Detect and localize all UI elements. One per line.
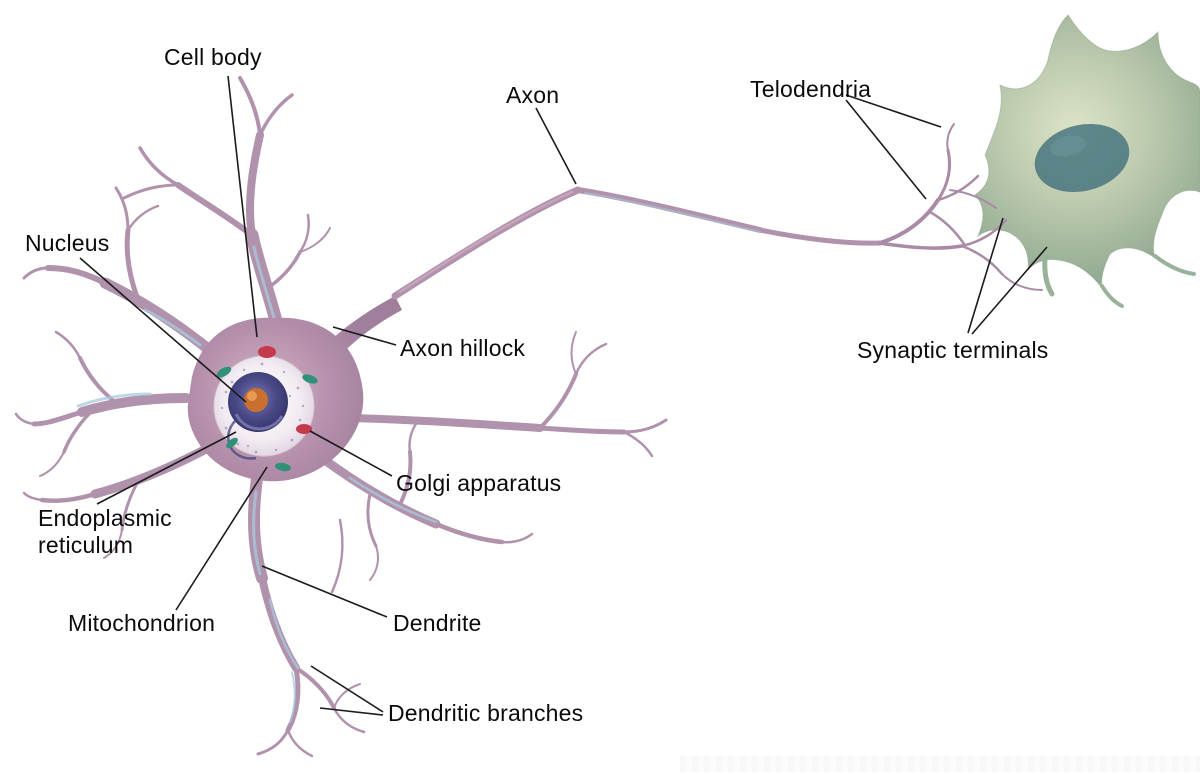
second-neuron (974, 14, 1200, 308)
golgi-apparatus-graphic (258, 346, 312, 434)
mitochondria-graphic (216, 366, 318, 472)
leader-line-synaptic-terminals-2 (971, 246, 1048, 335)
label-axon-hillock: Axon hillock (400, 335, 526, 361)
leader-line-dendritic-branches-2 (319, 707, 384, 716)
leader-line-nucleus (79, 257, 247, 403)
label-synaptic-terminals: Synaptic terminals (857, 337, 1049, 363)
endoplasmic-reticulum-graphic (227, 419, 257, 460)
label-nucleus: Nucleus (25, 230, 110, 256)
label-telodendria: Telodendria (750, 76, 872, 102)
leader-line-telodendria-1 (845, 94, 942, 128)
leader-line-telodendria-2 (845, 99, 927, 200)
leader-line-endoplasmic-reticulum (96, 431, 237, 505)
label-cell-body: Cell body (164, 44, 262, 70)
label-mitochondrion: Mitochondrion (68, 610, 216, 636)
faint-watermark-strip (680, 756, 1200, 772)
axon-graphic (391, 186, 883, 300)
leader-lines (79, 75, 1048, 716)
leader-line-cell-body (227, 75, 258, 338)
label-golgi-apparatus: Golgi apparatus (396, 470, 562, 496)
nucleolus-graphic (244, 388, 268, 412)
leader-line-mitochondrion (175, 466, 268, 611)
label-axon: Axon (506, 82, 560, 108)
leader-line-axon-hillock (332, 326, 397, 346)
label-dendrite: Dendrite (393, 610, 482, 636)
leader-line-synaptic-terminals-1 (967, 217, 1004, 334)
cytoplasm-speckles (220, 362, 305, 454)
leader-line-golgi-apparatus (309, 430, 393, 477)
nucleus-graphic (228, 372, 288, 432)
leader-line-dendritic-branches-1 (310, 665, 384, 713)
telodendria-graphic (878, 123, 1043, 291)
label-endoplasmic-reticulum: Endoplasmic reticulum (38, 505, 172, 559)
axon-hillock-graphic (318, 296, 402, 364)
label-dendritic-branches: Dendritic branches (388, 700, 584, 726)
leader-line-dendrite (261, 565, 388, 618)
cell-body-graphic (187, 296, 402, 482)
leader-line-axon (535, 107, 577, 185)
